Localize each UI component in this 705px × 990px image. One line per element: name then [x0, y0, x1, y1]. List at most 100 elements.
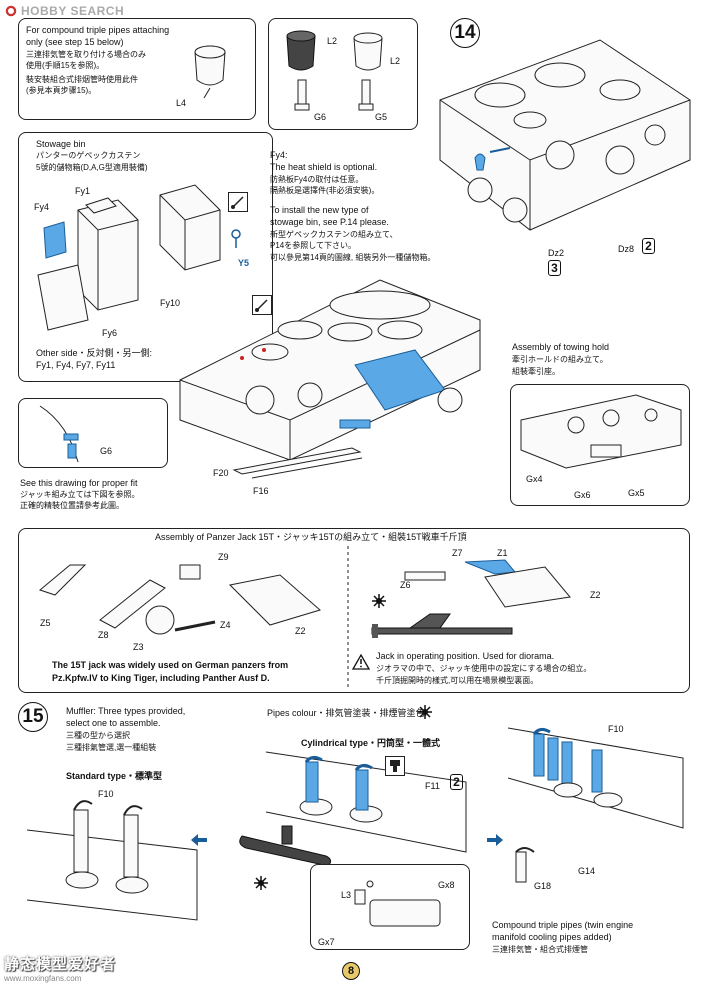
label-y5: Y5 — [238, 258, 250, 268]
g6-pipe-drawing — [294, 79, 310, 111]
cylindrical-muffler-drawing — [265, 751, 467, 853]
label-l2-a: L2 — [327, 36, 338, 46]
stowage-jp: パンターのゲペックカステン — [36, 151, 141, 160]
label-f10-b: F10 — [608, 724, 624, 734]
page-number: 8 — [342, 962, 360, 980]
l4-part-drawing — [194, 45, 226, 99]
g5-pipe-drawing — [358, 79, 374, 111]
choice-arrow-right-icon — [487, 834, 503, 846]
label-l3: L3 — [341, 890, 352, 900]
rear-hull-drawing — [439, 39, 691, 231]
jack-op-1: Jack in operating position. Used for dio… — [376, 651, 555, 661]
label-g6-a: G6 — [314, 112, 327, 122]
jack-title: Assembly of Panzer Jack 15T・ジャッキ15Tの組み立て… — [155, 532, 467, 542]
l3-gx-drawing — [354, 880, 441, 927]
fy4-note-9: 可以參見第14頁的圖線, 組裝另外一種儲物箱。 — [270, 253, 436, 262]
fy4-note-8: P14を参照して下さい。 — [270, 241, 356, 250]
label-z4: Z4 — [220, 620, 231, 630]
label-z2-b: Z2 — [590, 590, 601, 600]
watermark-text: 静态模型爱好者 — [4, 956, 117, 973]
jack-op-2: ジオラマの中で、ジャッキ使用中の設定にする場合の組立。 — [376, 664, 592, 673]
jack-note-1: The 15T jack was widely used on German p… — [52, 660, 289, 670]
step-14-number: 14 — [450, 18, 480, 48]
label-z6: Z6 — [400, 580, 411, 590]
f11-qty-badge: 2 — [450, 774, 463, 790]
label-l4: L4 — [176, 98, 187, 108]
jack-divider — [347, 546, 349, 688]
towing-cn: 組裝牽引座。 — [512, 367, 560, 376]
compound-note-jp2: 使用(手順15を参照)。 — [26, 61, 105, 70]
fy4-note-7: 新型ゲペックカステンの組み立て、 — [270, 230, 398, 239]
label-f16: F16 — [253, 486, 269, 496]
fy4-note-2: The heat shield is optional. — [270, 162, 378, 172]
other-side-label: Other side・反対側・另一側: — [36, 348, 153, 358]
main-hull-drawing — [179, 279, 481, 461]
label-fy4: Fy4 — [34, 202, 50, 212]
muffler-3: 三種の型から選択 — [66, 731, 130, 740]
logo-mark-icon — [4, 4, 18, 18]
label-fy1: Fy1 — [75, 186, 91, 196]
compound-note-cn1: 裝安裝組合式排烟管時使用此件 — [26, 75, 138, 84]
muffler-4: 三種排氣管選,選一種組裝 — [66, 743, 157, 752]
towing-title: Assembly of towing hold — [512, 342, 610, 352]
label-gx4: Gx4 — [526, 474, 543, 484]
jack-parts-drawing — [38, 564, 322, 635]
stowage-title: Stowage bin — [36, 139, 86, 149]
g6-fit-drawing — [39, 405, 79, 463]
hobby-search-logo: HOBBY SEARCH — [4, 3, 124, 19]
watermark-url: www.moxingfans.com — [4, 974, 82, 983]
paint-splat-icon-jack — [372, 594, 386, 608]
stowage-cn: 5號的儲物箱(D,A,G型適用裝備) — [36, 163, 148, 172]
jack-rail-drawing — [232, 447, 363, 479]
l2-parts-panel — [268, 18, 418, 130]
label-l2-b: L2 — [390, 56, 401, 66]
compound-note-jp1: 三連排気管を取り付ける場合のみ — [26, 50, 146, 59]
fy4-note-4: 隔熱板是選擇件(非必須安裝)。 — [270, 186, 380, 195]
muffler-1: Muffler: Three types provided, — [66, 706, 186, 716]
muffler-2: select one to assemble. — [66, 718, 161, 728]
warning-icon — [351, 653, 371, 670]
stowage-bin-panel — [18, 132, 273, 382]
label-z1: Z1 — [497, 548, 508, 558]
watermark: 静态模型爱好者 www.moxingfans.com — [4, 953, 116, 983]
label-gx6: Gx6 — [574, 490, 591, 500]
towing-hold-drawing — [520, 394, 682, 469]
label-z8: Z8 — [98, 630, 109, 640]
dz8-qty-badge: 2 — [642, 238, 655, 254]
l3-gx-panel — [310, 864, 470, 950]
label-fy10: Fy10 — [160, 298, 181, 308]
g14-g18-drawing — [515, 847, 535, 883]
label-g14: G14 — [578, 866, 596, 876]
fy4-note-6: stowage bin, see P.14 please. — [270, 217, 389, 227]
standard-muffler-drawing — [26, 800, 198, 921]
dz2-qty-badge: 3 — [548, 260, 561, 276]
compound-muffler-drawing — [507, 727, 684, 829]
glue-tool-icon-15 — [385, 756, 405, 776]
y5-pin-drawing — [231, 229, 241, 248]
cylinder-muffler-part-drawing — [239, 825, 332, 867]
compound-note-cn2: (参見本頁步骤15)。 — [26, 86, 97, 95]
compound-2: manifold cooling pipes added) — [492, 932, 612, 942]
label-gx8: Gx8 — [438, 880, 455, 890]
logo-text: HOBBY SEARCH — [21, 4, 125, 18]
l2-light-part-drawing — [353, 32, 383, 71]
compound-note-line1: For compound triple pipes attaching — [26, 25, 170, 35]
jack-assembled-drawing — [371, 613, 513, 638]
stowage-bin-side-drawing — [159, 184, 221, 271]
compound-1: Compound triple pipes (twin engine — [492, 920, 634, 930]
fy4-note-1: Fy4: — [270, 150, 288, 160]
choice-arrow-left-icon — [191, 834, 207, 846]
jack-note-2: Pz.Kpfw.IV to King Tiger, including Pant… — [52, 673, 270, 683]
label-gx7: Gx7 — [318, 937, 335, 947]
label-dz8: Dz8 — [618, 244, 635, 254]
label-z3: Z3 — [133, 642, 144, 652]
paint-splat-icon-pipes — [418, 705, 432, 719]
jack-operating-drawing — [404, 559, 571, 608]
fy4-note-5: To install the new type of — [270, 205, 369, 215]
compound-note-line2: only (see step 15 below) — [26, 37, 124, 47]
fy4-note-3: 防熱板Fy4の取付は任意。 — [270, 175, 364, 184]
towing-jp: 牽引ホールドの組み立て。 — [512, 355, 608, 364]
other-side-parts: Fy1, Fy4, Fy7, Fy11 — [36, 360, 116, 370]
hull-glue-icon — [252, 295, 272, 315]
label-dz2: Dz2 — [548, 248, 565, 258]
